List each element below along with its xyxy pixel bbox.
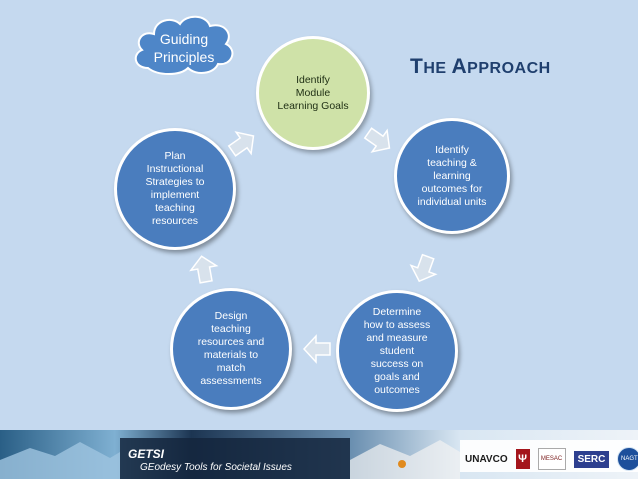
cycle-node-plan-strategies: Plan Instructional Strategies to impleme… (114, 128, 236, 250)
cycle-arrow-4-icon (189, 255, 219, 284)
guiding-principles-cloud (134, 15, 234, 75)
cycle-node-3-label: Determine how to assess and measure stud… (363, 305, 431, 396)
cycle-node-4-label: Design teaching resources and materials … (197, 310, 265, 387)
unavco-logo: UNAVCO (465, 453, 508, 465)
cycle-node-2-label: Identify teaching & learning outcomes fo… (417, 143, 487, 208)
title-initial-2: A (451, 55, 468, 78)
cycle-arrow-3-icon (302, 334, 331, 364)
slide-title: THE APPROACH (410, 55, 551, 79)
cycle-arrow-1-icon (363, 127, 391, 153)
cycle-node-design-resources: Design teaching resources and materials … (170, 288, 292, 410)
partner-logos: UNAVCO Ψ MESAC SERC NAGT (465, 447, 638, 471)
guiding-principles-label: Guiding Principles (153, 31, 215, 65)
serc-logo: SERC (573, 450, 610, 468)
title-rest-1: HE (423, 60, 452, 77)
nagt-logo: NAGT (617, 447, 638, 471)
mesac-logo: MESAC (537, 448, 566, 470)
title-initial-1: T (410, 55, 424, 78)
cycle-node-5-label: Plan Instructional Strategies to impleme… (145, 150, 205, 227)
cycle-node-identify-goals: Identify Module Learning Goals (256, 36, 370, 150)
cycle-node-1-label: Identify Module Learning Goals (277, 73, 349, 112)
getsi-tagline: GEodesy Tools for Societal Issues (140, 462, 292, 473)
cycle-node-determine-assessment: Determine how to assess and measure stud… (336, 290, 458, 412)
cycle-arrow-5-icon (227, 131, 255, 157)
getsi-logo: GETSI (128, 447, 165, 461)
cycle-arrow-2-icon (409, 253, 438, 283)
title-rest-2: PPROACH (467, 60, 551, 77)
indiana-university-logo: Ψ (515, 449, 530, 469)
cycle-node-identify-outcomes: Identify teaching & learning outcomes fo… (394, 118, 510, 234)
